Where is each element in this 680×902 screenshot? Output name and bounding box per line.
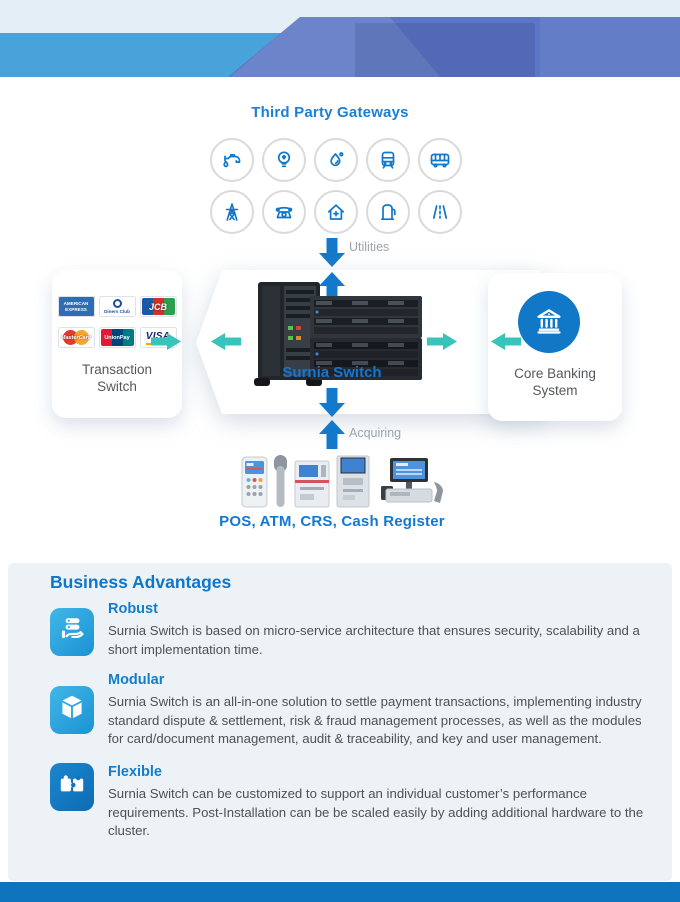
flexible-icon-tile <box>50 763 94 811</box>
flow-arrow-left <box>491 333 521 350</box>
gateway-circle <box>210 190 254 234</box>
modular-icon-tile <box>50 686 94 734</box>
header-violet-band <box>228 17 680 77</box>
power-tower-icon <box>220 200 244 224</box>
diners-label: Diners Club <box>104 309 130 314</box>
flow-arrow-right <box>151 333 181 350</box>
core-banking-circle <box>518 291 580 353</box>
transaction-switch-label-line1: Transaction <box>81 362 153 377</box>
gas-flame-icon <box>324 148 348 172</box>
visa-label: VISA <box>145 330 171 342</box>
transaction-switch-label: Transaction Switch <box>52 362 182 396</box>
jcb-label: JCB <box>148 302 167 312</box>
flow-arrow-right <box>427 333 457 350</box>
utilities-down-arrow <box>319 238 345 267</box>
mastercard-logo: MasterCard <box>57 327 95 348</box>
acquiring-label: Acquiring <box>349 426 402 440</box>
utilities-label: Utilities <box>349 240 390 254</box>
gateway-circle <box>262 138 306 182</box>
server-cluster-image <box>248 276 428 397</box>
mastercard-orange-circle-icon <box>73 330 89 345</box>
gateways-title: Third Party Gateways <box>251 104 409 121</box>
gateway-circle <box>314 138 358 182</box>
servers-on-hand-icon <box>57 614 87 651</box>
acquiring-up-arrow <box>319 420 345 449</box>
bus-icon <box>428 148 452 172</box>
cash-register <box>381 458 443 503</box>
diners-club-logo: Diners Club <box>98 296 136 317</box>
business-advantages-title: Business Advantages <box>50 572 232 592</box>
water-tap-icon <box>220 148 244 172</box>
light-bulb-icon <box>272 148 296 172</box>
gateway-circle <box>366 138 410 182</box>
gateway-circle <box>366 190 410 234</box>
gateway-circle <box>418 190 462 234</box>
jcb-stripes-icon: JCB <box>141 298 175 315</box>
robust-icon-tile <box>50 608 94 656</box>
modular-heading: Modular <box>108 672 165 688</box>
flexible-body: Surnia Switch can be customized to suppo… <box>108 786 644 839</box>
house-plus-icon <box>324 200 348 224</box>
robust-heading: Robust <box>108 601 158 617</box>
transaction-switch-label-line2: Switch <box>97 378 137 394</box>
core-banking-label: Core Banking System <box>488 366 622 400</box>
atm <box>294 460 330 508</box>
gateway-circle <box>262 190 306 234</box>
gateway-circle <box>314 190 358 234</box>
devices-image <box>238 452 452 517</box>
amex-logo: AMERICAN EXPRESS <box>57 296 95 317</box>
core-banking-label-line1: Core Banking <box>514 366 596 381</box>
amex-label: AMERICAN EXPRESS <box>63 300 89 312</box>
card-logos-row-1: AMERICAN EXPRESS Diners Club JCB <box>52 296 182 317</box>
road-icon <box>428 200 452 224</box>
telephone-icon <box>272 200 296 224</box>
cube-icon <box>57 692 87 729</box>
header-polygon-highlight <box>540 17 680 77</box>
fuel-pump-icon <box>376 200 400 224</box>
acquiring-down-arrow <box>319 388 345 417</box>
unionpay-logo: UnionPay <box>98 327 136 348</box>
footer-band <box>0 882 680 902</box>
pos-terminal <box>241 456 268 508</box>
modular-body: Surnia Switch is an all-in-one solution … <box>108 694 642 747</box>
unionpay-label: UnionPay <box>104 335 130 341</box>
train-icon <box>376 148 400 172</box>
gateway-circle <box>418 138 462 182</box>
handheld-scanner <box>274 455 287 507</box>
core-banking-label-line2: System <box>532 382 578 398</box>
jcb-logo: JCB <box>139 296 177 317</box>
flexible-heading: Flexible <box>108 764 162 780</box>
business-advantages-panel <box>8 563 672 881</box>
robust-body: Surnia Switch is based on micro-service … <box>108 623 640 657</box>
gateway-circle <box>210 138 254 182</box>
puzzle-icon <box>57 769 87 806</box>
surnia-switch-label: Surnia Switch <box>282 364 382 381</box>
unionpay-stripes-icon: UnionPay <box>100 329 134 346</box>
header-photo-shade <box>355 23 535 77</box>
crs-kiosk <box>336 455 370 508</box>
card-logos-row-2: MasterCard UnionPay VISA <box>52 327 182 348</box>
diners-ring-icon <box>112 299 122 308</box>
devices-label: POS, ATM, CRS, Cash Register <box>219 513 445 530</box>
utilities-up-arrow <box>319 272 345 301</box>
bank-icon <box>533 304 565 341</box>
mastercard-label: MasterCard <box>60 334 92 341</box>
flow-arrow-left <box>211 333 241 350</box>
